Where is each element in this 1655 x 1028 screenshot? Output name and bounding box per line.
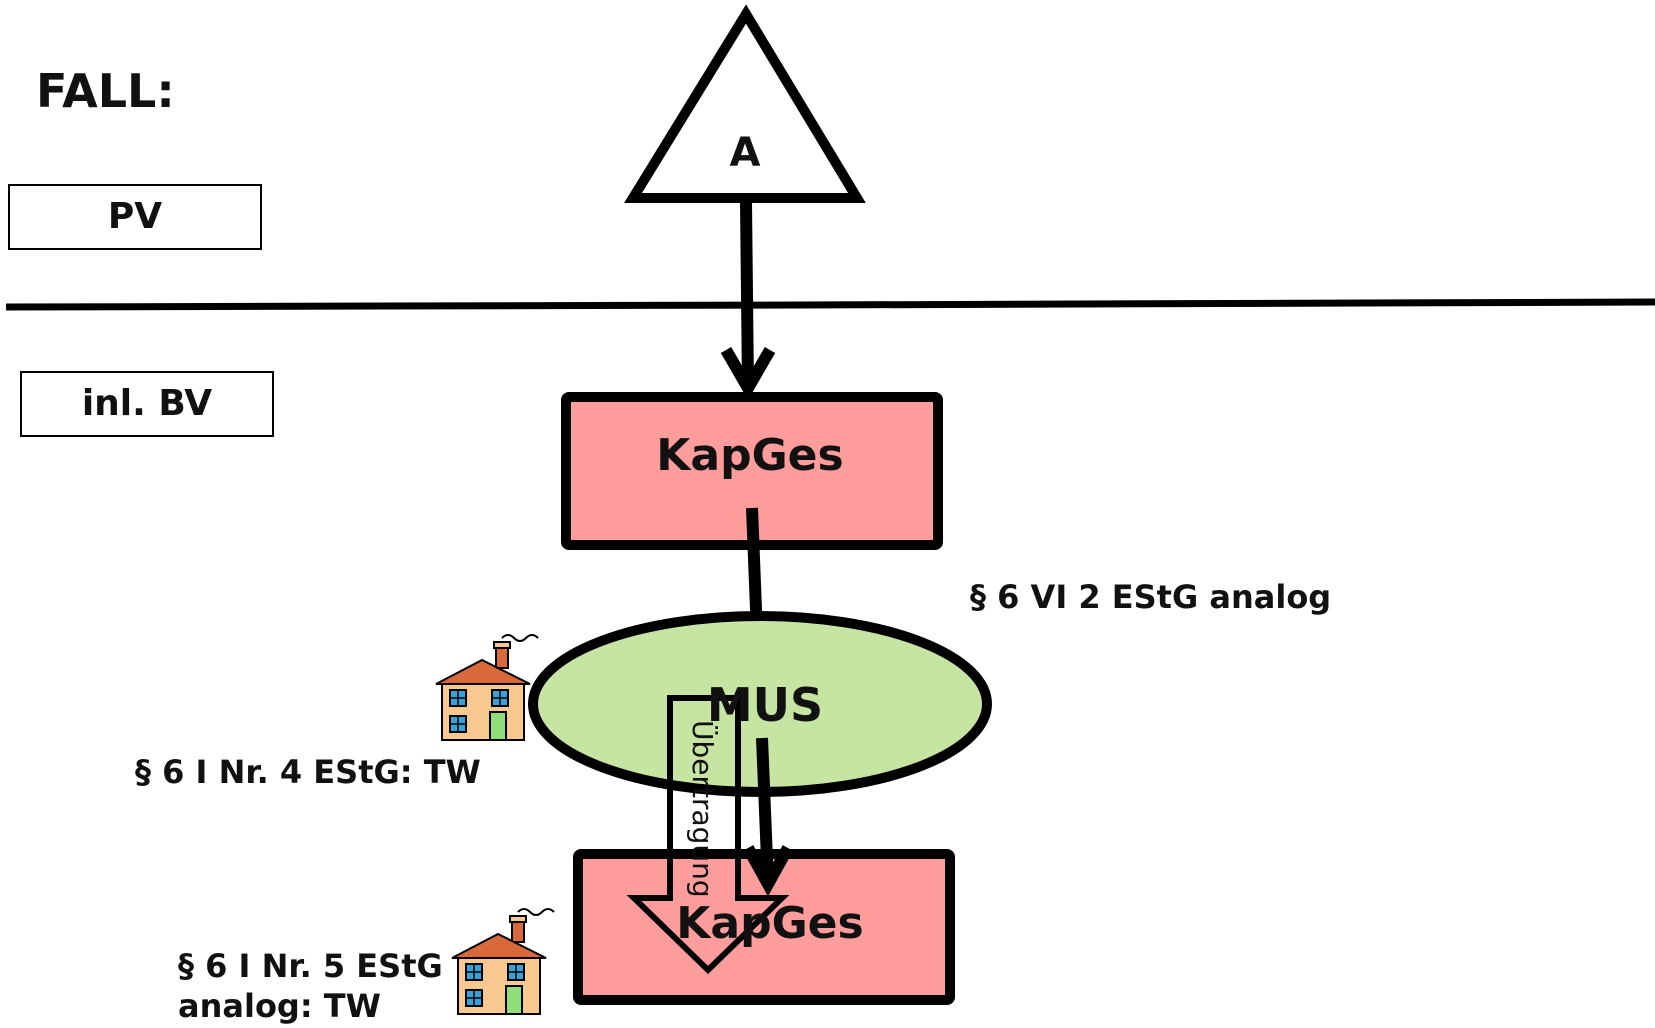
shareholder-triangle	[624, 4, 866, 203]
arrow-a-to-kapges	[740, 201, 754, 389]
transfer-label: Übertragung	[686, 720, 719, 898]
rule-left-annotation-1: § 6 I Nr. 4 EStG: TW	[135, 753, 481, 791]
shareholder-label: A	[729, 130, 761, 176]
rule-right-annotation: § 6 VI 2 EStG analog	[970, 578, 1332, 616]
arrow-mus-to-kapges	[756, 737, 774, 885]
case-title: FALL:	[36, 64, 175, 118]
partnership-label: MUS	[706, 678, 824, 732]
business-sphere-label: inl. BV	[20, 371, 274, 437]
subsidiary-label: KapGes	[676, 898, 864, 949]
rule-left-annotation-2-line1: § 6 I Nr. 5 EStG	[178, 947, 443, 985]
sphere-divider-line	[5, 298, 1655, 311]
private-sphere-label: PV	[8, 184, 262, 250]
rule-left-annotation-2-line2: analog: TW	[178, 987, 381, 1025]
house-icon	[451, 908, 555, 1015]
house-icon	[435, 634, 539, 741]
arrowhead-mus-to-kapges	[742, 845, 794, 897]
transfer-arrow-outline	[626, 695, 790, 975]
rule-left-annotation-2: § 6 I Nr. 5 EStG analog: TW	[178, 946, 443, 1026]
arrowhead-a-to-kapges	[720, 346, 776, 400]
parent-company-label: KapGes	[656, 430, 844, 481]
